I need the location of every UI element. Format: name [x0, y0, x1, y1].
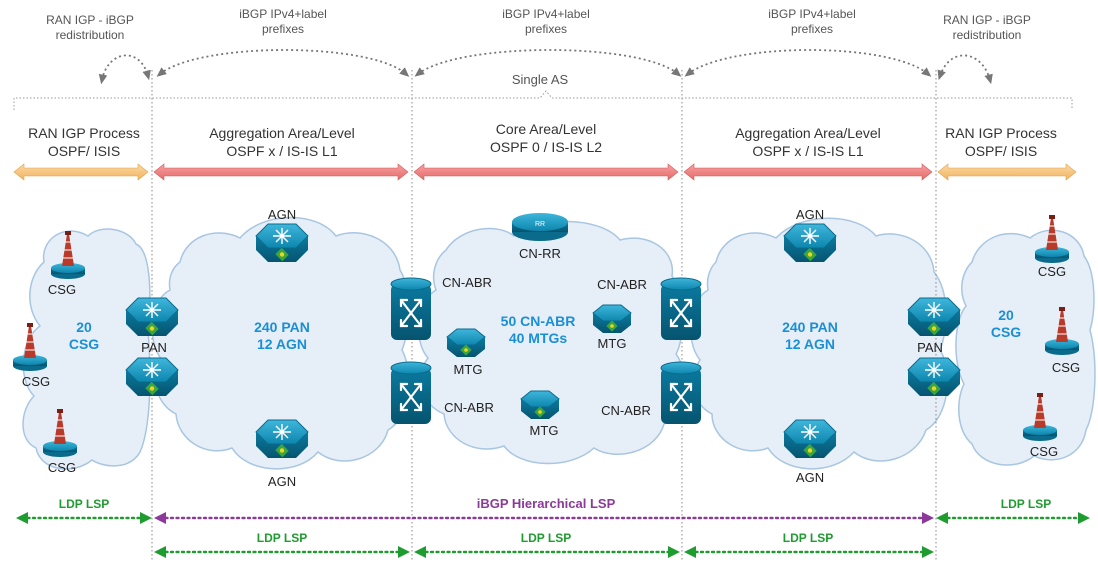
ldp-lsp-ran-right-label: LDP LSP — [1001, 497, 1051, 511]
mtg-left-label: MTG — [454, 362, 483, 377]
single-as-label: Single AS — [512, 72, 569, 87]
area-agg-left-protocol: OSPF x / IS-IS L1 — [226, 143, 337, 159]
area-core-title: Core Area/Level — [496, 121, 596, 137]
redistribution-arcs — [98, 49, 993, 85]
agg-right-count-1: 240 PAN — [782, 319, 838, 335]
ran-right-count-2: CSG — [991, 324, 1021, 340]
csg-right-top-label: CSG — [1038, 264, 1066, 279]
pan-right-top[interactable] — [907, 297, 961, 337]
csg-left-top-label: CSG — [48, 282, 76, 297]
cn-abr-right-top[interactable] — [659, 276, 703, 342]
agn-right-bottom-label: AGN — [796, 470, 824, 485]
ran-left-redist-label-1: RAN IGP - iBGP — [46, 13, 134, 27]
pan-right-label: PAN — [917, 340, 943, 355]
pan-left-top[interactable] — [125, 297, 179, 337]
agg-right-count-2: 12 AGN — [785, 336, 835, 352]
cloud-agg-right — [689, 217, 949, 470]
cn-abr-right-bottom[interactable] — [659, 360, 703, 426]
mtg-right[interactable] — [592, 304, 632, 334]
cn-abr-right-bottom-label: CN-ABR — [601, 403, 651, 418]
cn-abr-left-bottom[interactable] — [389, 360, 433, 426]
csg-right-mid-label: CSG — [1052, 360, 1080, 375]
ibgp-right-label-2: prefixes — [791, 22, 833, 36]
cn-abr-right-top-label: CN-ABR — [597, 277, 647, 292]
area-ran-right-protocol: OSPF/ ISIS — [965, 143, 1037, 159]
agn-right-top-label: AGN — [796, 207, 824, 222]
cn-rr-router[interactable]: RR — [512, 213, 568, 241]
ldp-lsp-ran-left-label: LDP LSP — [59, 497, 109, 511]
agn-left-top-label: AGN — [268, 207, 296, 222]
mtg-bottom-label: MTG — [530, 423, 559, 438]
ibgp-mid-label-2: prefixes — [525, 22, 567, 36]
csg-left-mid-label: CSG — [22, 374, 50, 389]
ran-right-count-1: 20 — [998, 307, 1014, 323]
ldp-lsp-agg-right-label: LDP LSP — [783, 531, 833, 545]
csg-left-bottom-label: CSG — [48, 460, 76, 475]
area-core-protocol: OSPF 0 / IS-IS L2 — [490, 139, 602, 155]
agn-left-bottom-label: AGN — [268, 474, 296, 489]
pan-left-bottom[interactable] — [125, 357, 179, 397]
area-ran-right-title: RAN IGP Process — [945, 125, 1057, 141]
pan-left-label: PAN — [141, 340, 167, 355]
core-count-2: 40 MTGs — [509, 330, 568, 346]
cloud-core — [417, 220, 685, 465]
area-ran-left-protocol: OSPF/ ISIS — [48, 143, 120, 159]
cn-abr-left-bottom-label: CN-ABR — [444, 400, 494, 415]
cn-abr-left-top-label: CN-ABR — [442, 275, 492, 290]
agn-right-top[interactable] — [783, 223, 837, 263]
agg-right-area-arrow — [683, 163, 933, 181]
area-ran-left-title: RAN IGP Process — [28, 125, 140, 141]
core-count-1: 50 CN-ABR — [501, 313, 576, 329]
agn-right-bottom[interactable] — [783, 419, 837, 459]
rr-badge: RR — [535, 221, 545, 228]
ran-left-count-1: 20 — [76, 319, 92, 335]
ibgp-left-label-2: prefixes — [262, 22, 304, 36]
area-agg-right-title: Aggregation Area/Level — [735, 125, 881, 141]
ibgp-left-label-1: iBGP IPv4+label — [239, 7, 327, 21]
ldp-lsp-agg-left-label: LDP LSP — [257, 531, 307, 545]
area-agg-left-title: Aggregation Area/Level — [209, 125, 355, 141]
mtg-right-label: MTG — [598, 336, 627, 351]
mtg-left[interactable] — [446, 328, 486, 358]
ran-left-area-arrow — [13, 163, 149, 181]
agn-left-bottom[interactable] — [255, 419, 309, 459]
cn-rr-label: CN-RR — [519, 246, 561, 261]
ran-right-redist-label-1: RAN IGP - iBGP — [943, 13, 1031, 27]
agg-left-area-arrow — [153, 163, 409, 181]
cloud-ran-right — [955, 229, 1096, 466]
ran-left-redist-label-2: redistribution — [56, 28, 125, 42]
ldp-lsp-core-label: LDP LSP — [521, 531, 571, 545]
agn-left-top[interactable] — [255, 223, 309, 263]
ibgp-mid-label-1: iBGP IPv4+label — [502, 7, 590, 21]
ibgp-right-label-1: iBGP IPv4+label — [768, 7, 856, 21]
agg-left-count-1: 240 PAN — [254, 319, 310, 335]
agg-left-count-2: 12 AGN — [257, 336, 307, 352]
single-as-bracket — [13, 90, 1073, 110]
area-arrows — [13, 163, 1077, 181]
mtg-bottom[interactable] — [520, 390, 560, 420]
core-area-arrow — [413, 163, 679, 181]
ran-left-count-2: CSG — [69, 336, 99, 352]
ran-right-redist-label-2: redistribution — [953, 28, 1022, 42]
ran-right-area-arrow — [937, 163, 1077, 181]
csg-right-bottom-label: CSG — [1030, 444, 1058, 459]
area-agg-right-protocol: OSPF x / IS-IS L1 — [752, 143, 863, 159]
pan-right-bottom[interactable] — [907, 357, 961, 397]
ibgp-lsp-label: iBGP Hierarchical LSP — [477, 496, 616, 511]
cn-abr-left-top[interactable] — [389, 276, 433, 342]
